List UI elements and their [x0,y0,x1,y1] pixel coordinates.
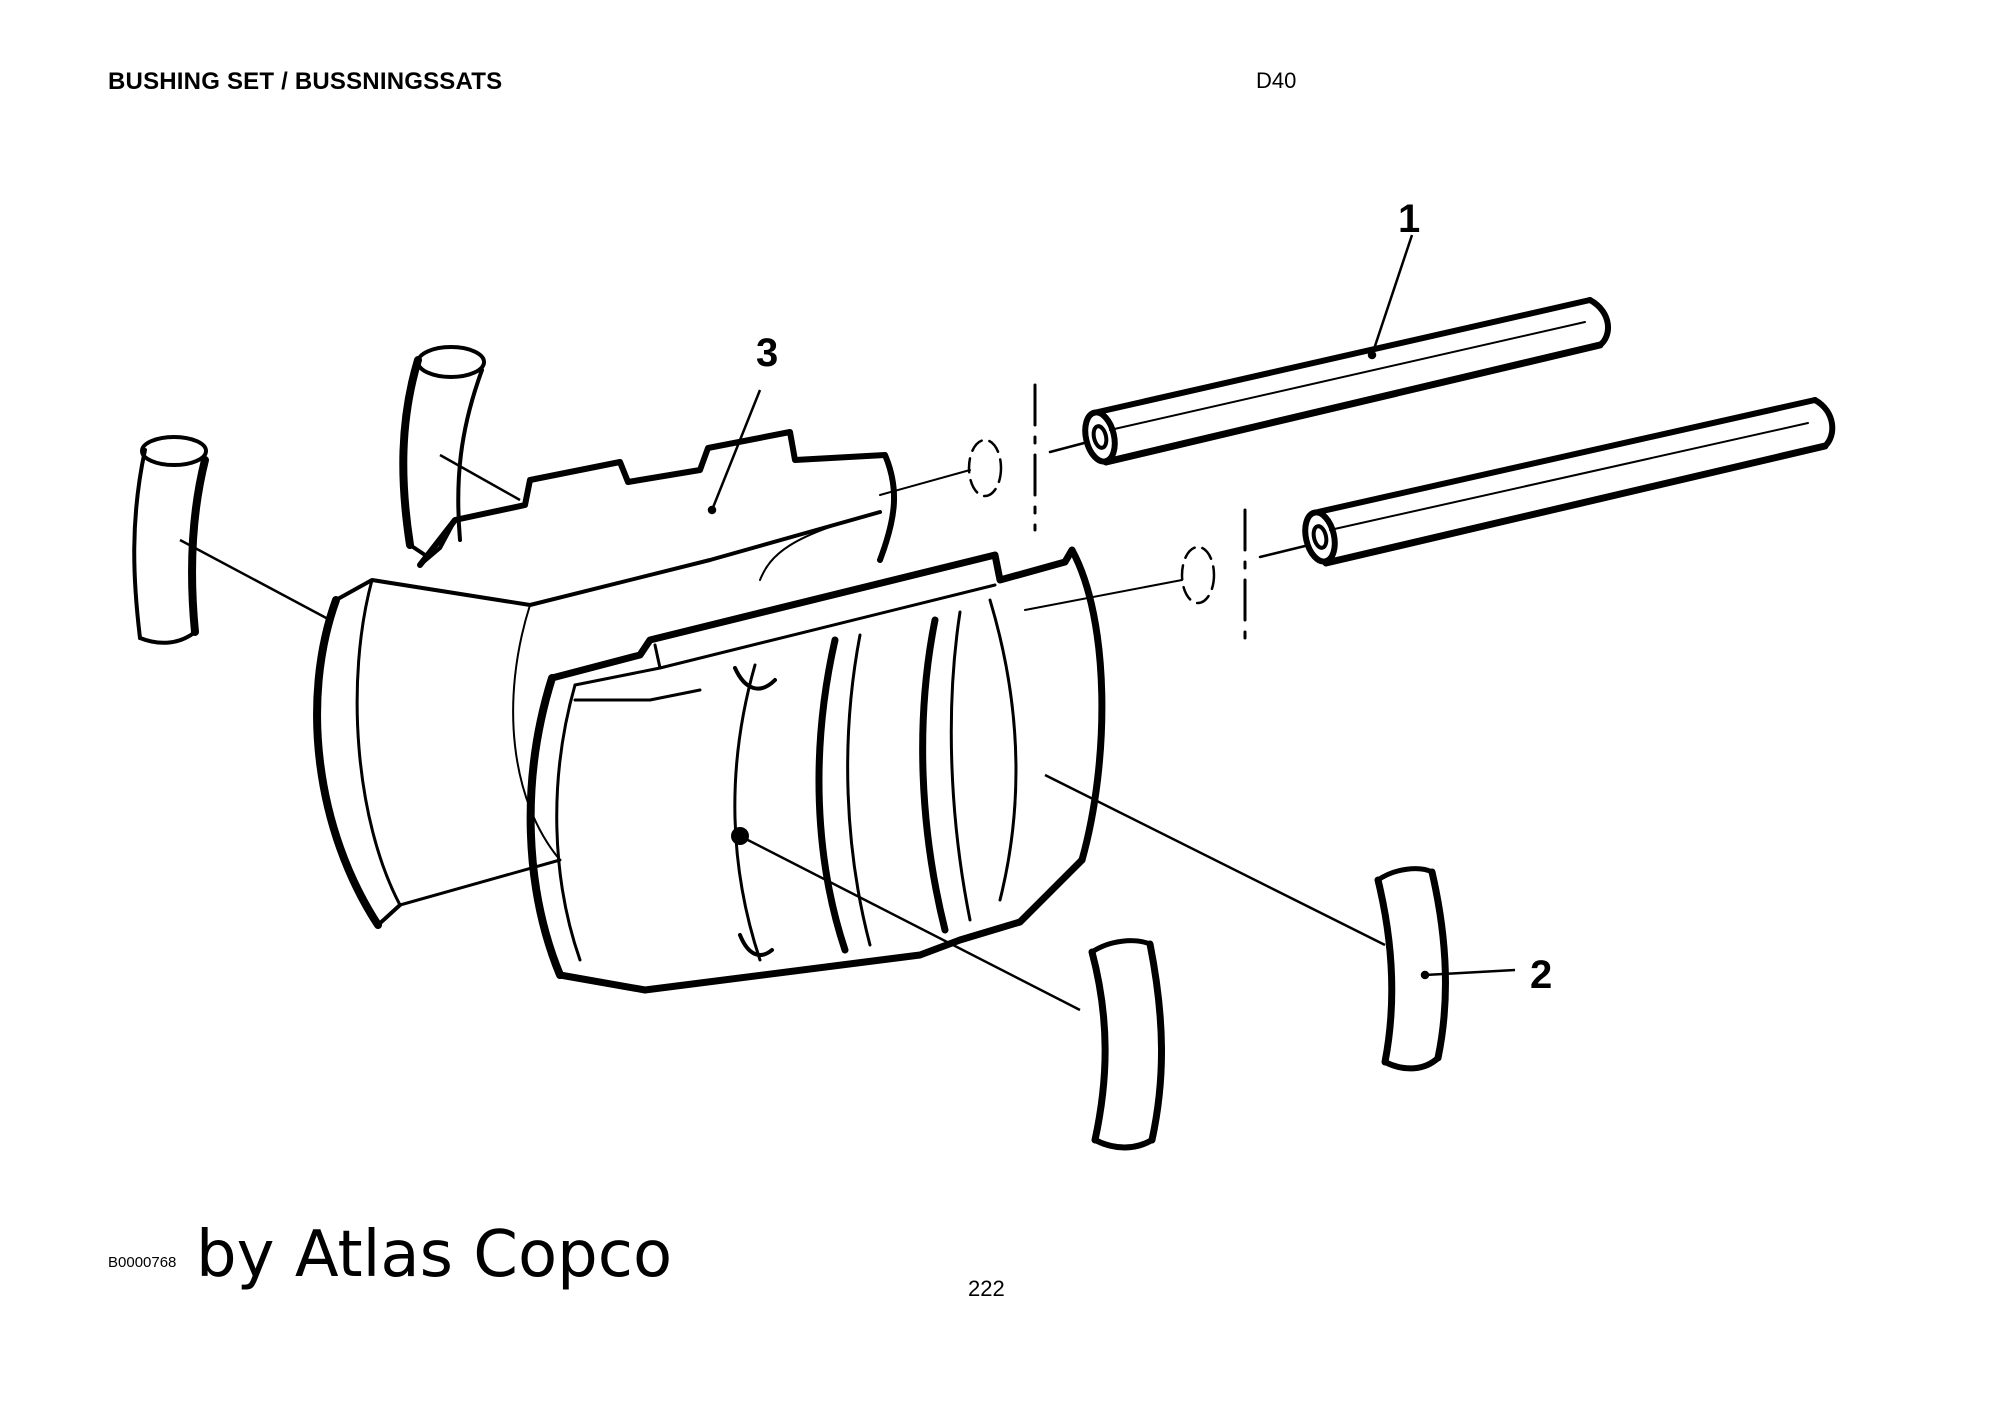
callout-2: 2 [1530,953,1552,997]
page-number: 222 [968,1276,1005,1301]
figure-id: B0000768 [108,1254,177,1271]
pins [879,297,1836,642]
rubber-segments [132,345,1450,1151]
callout-3: 3 [756,331,778,375]
page-title: BUSHING SET / BUSSNINGSSATS [108,68,503,95]
watermark: by Atlas Copco [196,1218,673,1292]
callout-1: 1 [1398,197,1420,241]
bushing-body [313,429,1106,994]
leader-lines [179,234,1516,1012]
model-code: D40 [1256,68,1297,93]
